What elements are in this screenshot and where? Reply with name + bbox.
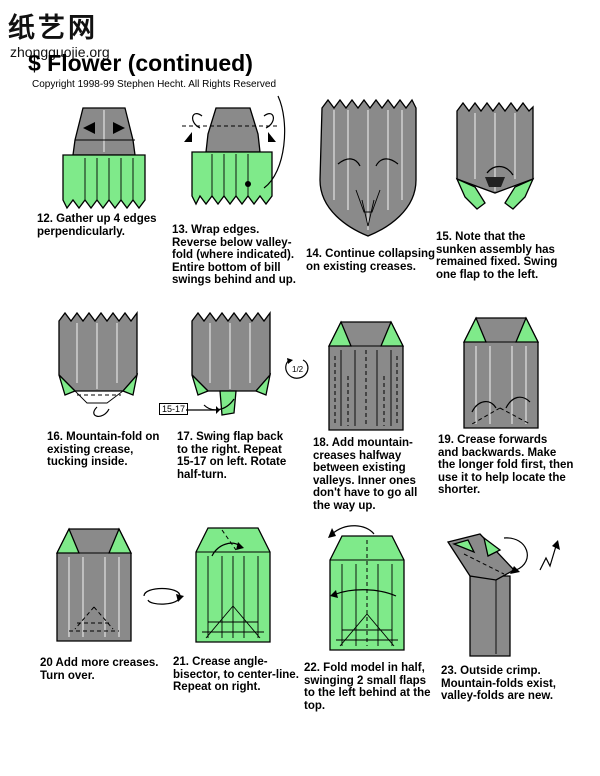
step-21-caption: 21. Crease angle- bisector, to center-li… <box>173 656 299 693</box>
turn-over-icon <box>143 587 184 605</box>
diagram-step-23 <box>446 533 560 657</box>
step-19-caption: 19. Crease forwards and backwards. Make … <box>438 434 574 496</box>
diagram-step-16 <box>58 311 139 417</box>
diagram-step-15 <box>455 101 535 210</box>
repeat-reference-label: 15-17 <box>159 403 189 415</box>
rotate-half-turn-icon: 1/2 <box>285 358 309 379</box>
diagram-step-12 <box>62 107 146 210</box>
diagram-step-21 <box>195 527 271 643</box>
watermark-chinese: 纸艺网 <box>8 13 98 44</box>
step-22-caption: 22. Fold model in half, swinging 2 small… <box>304 662 431 712</box>
diagram-step-19 <box>462 316 540 429</box>
rotate-label: 1/2 <box>292 365 304 374</box>
diagram-step-14 <box>319 98 417 237</box>
step-20-caption: 20 Add more creases. Turn over. <box>40 657 159 682</box>
diagram-step-17 <box>191 311 272 416</box>
page-title: $ Flower (continued) <box>28 50 253 76</box>
step-15-caption: 15. Note that the sunken assembly has re… <box>436 231 558 281</box>
copyright-notice: Copyright 1998-99 Stephen Hecht. All Rig… <box>32 79 277 90</box>
step-12-caption: 12. Gather up 4 edges perpendicularly. <box>37 213 157 238</box>
step-17-caption: 17. Swing flap back to the right. Repeat… <box>177 431 287 481</box>
repeat-arrow-icon <box>186 406 220 414</box>
diagram-step-13 <box>182 95 286 206</box>
step-13-caption: 13. Wrap edges. Reverse below valley- fo… <box>172 224 296 286</box>
diagram-step-22 <box>328 525 405 651</box>
step-14-caption: 14. Continue collapsing on existing crea… <box>306 248 436 273</box>
step-23-caption: 23. Outside crimp. Mountain-folds exist,… <box>441 665 556 702</box>
watermark-url: zhongguojie.org <box>10 44 110 60</box>
step-16-caption: 16. Mountain-fold on existing crease, tu… <box>47 431 160 468</box>
diagram-step-20 <box>55 527 133 642</box>
diagram-step-18 <box>327 320 405 431</box>
watermark: 纸艺网 zhongguojie.org <box>0 0 122 64</box>
step-18-caption: 18. Add mountain- creases halfway betwee… <box>313 437 418 512</box>
